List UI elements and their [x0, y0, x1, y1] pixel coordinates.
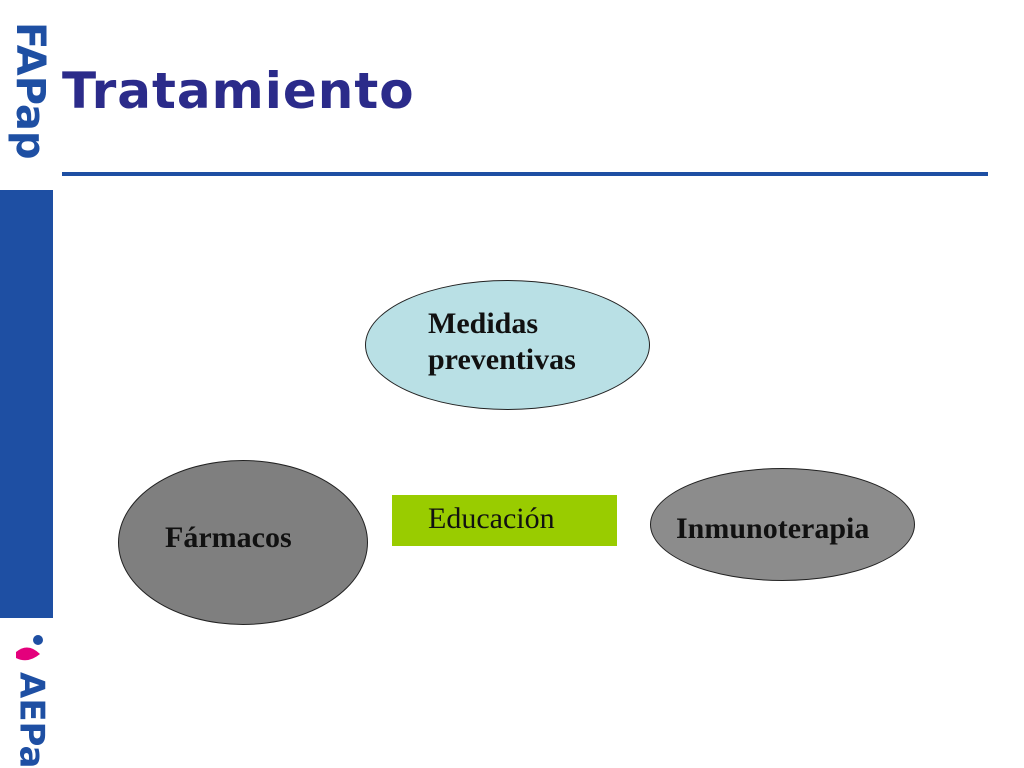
- farmacos-ellipse: [118, 460, 368, 625]
- aepap-logo-mark: [16, 647, 40, 661]
- farmacos-label: Fármacos: [165, 521, 292, 554]
- page-title: Tratamiento: [62, 62, 415, 120]
- educacion-box: [392, 495, 617, 546]
- preventivas-label: Medidas preventivas: [428, 306, 576, 378]
- preventivas-label-line1: Medidas: [428, 307, 539, 340]
- inmunoterapia-ellipse: [650, 468, 915, 581]
- title-divider: [62, 172, 988, 176]
- aepap-logo-dot: [33, 635, 43, 645]
- preventivas-ellipse: [365, 280, 650, 410]
- inmunoterapia-label: Inmunoterapia: [676, 512, 870, 545]
- preventivas-label-line2: preventivas: [428, 343, 576, 376]
- sidebar-band: [0, 190, 53, 618]
- aepap-logo: AEPap: [12, 635, 52, 768]
- aepap-logo-text: AEPap: [12, 672, 52, 768]
- fapap-logo-text: FAPap: [7, 22, 53, 160]
- fapap-logo: FAPap: [7, 22, 53, 160]
- educacion-label: Educación: [428, 502, 555, 535]
